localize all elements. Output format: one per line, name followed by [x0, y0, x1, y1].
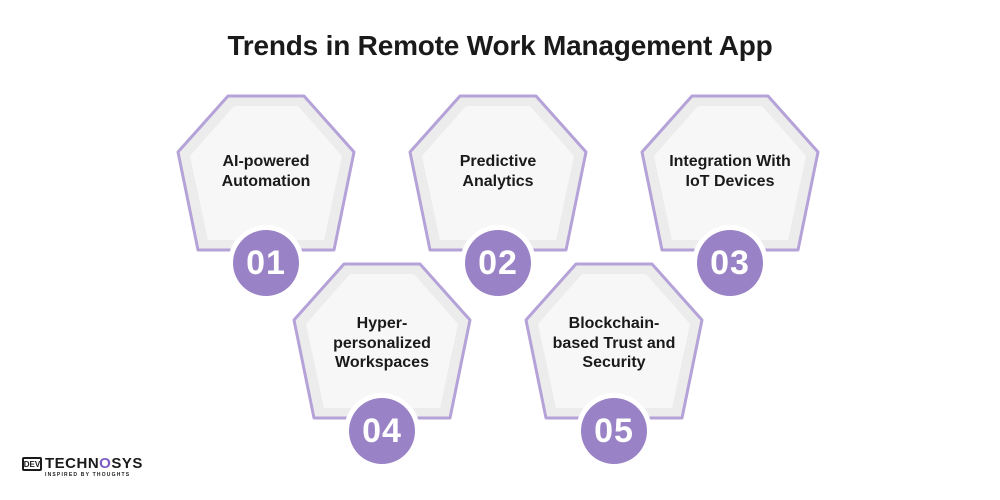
brand-logo: DEV TECHNOSYS INSPIRED BY THOUGHTS — [22, 456, 143, 478]
logo-tagline: INSPIRED BY THOUGHTS — [45, 472, 131, 478]
trend-number-badge: 05 — [581, 398, 647, 464]
trend-number-badge: 03 — [697, 230, 763, 296]
trend-label: Hyper-personalized Workspaces — [333, 315, 431, 372]
trend-number-badge: 04 — [349, 398, 415, 464]
logo-text: TECHNOSYS INSPIRED BY THOUGHTS — [45, 456, 143, 478]
logo-name: TECHNOSYS — [45, 455, 143, 472]
hexagon-shape — [524, 262, 704, 420]
trend-card-1: AI-powered Automation 01 — [176, 94, 356, 304]
trend-card-5: Blockchain-based Trust and Security 05 — [524, 262, 704, 472]
hexagon-shape — [292, 262, 472, 420]
trend-label: Integration With IoT Devices — [669, 153, 791, 190]
hexagon-shape — [408, 94, 588, 252]
hexagon-shape — [176, 94, 356, 252]
trend-card-4: Hyper-personalized Workspaces 04 — [292, 262, 472, 472]
trend-number-badge: 02 — [465, 230, 531, 296]
trend-label: AI-powered Automation — [221, 153, 311, 190]
trend-label: Blockchain-based Trust and Security — [552, 315, 676, 372]
monitor-logo-icon: DEV — [22, 457, 42, 471]
trend-label: Predictive Analytics — [459, 153, 537, 190]
page-title: Trends in Remote Work Management App — [227, 30, 773, 61]
hexagon-shape — [640, 94, 820, 252]
trend-number-badge: 01 — [233, 230, 299, 296]
trend-card-2: Predictive Analytics 02 — [408, 94, 588, 304]
trend-card-3: Integration With IoT Devices 03 — [640, 94, 820, 304]
